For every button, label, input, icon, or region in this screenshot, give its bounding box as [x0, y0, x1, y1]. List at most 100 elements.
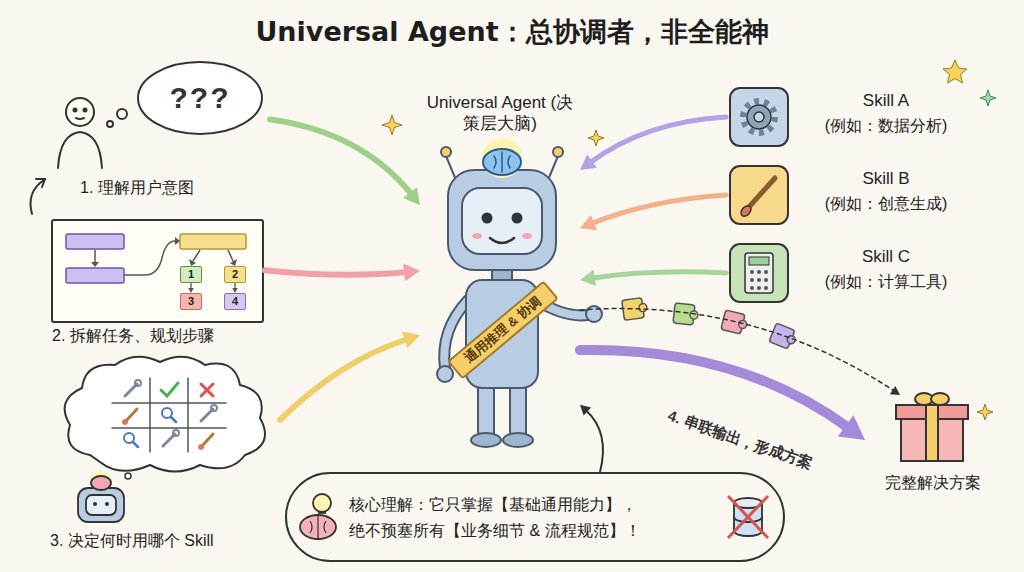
flow-sketch: [175, 237, 180, 245]
robot-figure: [446, 156, 456, 180]
flow-sketch: [180, 234, 246, 249]
puzzle-piece: [721, 310, 749, 335]
connector-line: [592, 272, 726, 278]
diagram-title: Universal Agent：总协调者，非全能神: [0, 14, 1024, 50]
calculator-icon: [750, 270, 754, 274]
flow-sketch: [189, 259, 196, 266]
robot-figure: [478, 384, 494, 436]
robot-figure: [482, 213, 493, 224]
robot-figure: [437, 366, 453, 382]
brain-bulb-icon: [318, 512, 326, 514]
step-number: 2: [225, 267, 245, 282]
brush-icon: [749, 178, 775, 207]
calculator-icon: [764, 270, 768, 274]
skill-choice-step: 3. 决定何时用哪个 Skill: [40, 355, 280, 555]
robot-figure: [471, 433, 501, 447]
flow-sketch: [124, 241, 175, 275]
connector-line: [270, 119, 412, 195]
flow-sketch: [94, 250, 96, 262]
connector: [580, 309, 900, 395]
flow-sketch: [228, 250, 233, 261]
flow-sketch: [66, 268, 124, 283]
arrow-head: [580, 155, 597, 171]
arrow-head: [580, 215, 597, 230]
crossed-database-icon: [728, 496, 768, 538]
decor-star: [977, 404, 993, 420]
gift-box: [896, 393, 968, 461]
robot-figure: [503, 433, 533, 447]
step-box: 3: [180, 293, 202, 310]
thought-bubble: [138, 62, 262, 134]
robot-figure: [548, 156, 558, 180]
user-figure: [58, 98, 102, 168]
skill-example: (例如：计算工具): [801, 272, 971, 292]
tool-grid: [112, 378, 226, 452]
calculator-icon: [730, 244, 788, 302]
decor-star: [382, 60, 993, 420]
robot-figure: [462, 188, 542, 254]
idea-cloud: [125, 473, 131, 479]
core-insight: 核心理解：它只掌握【基础通用能力】， 绝不预塞所有【业务细节 & 流程规范】！: [285, 472, 785, 562]
user-figure: [84, 109, 87, 112]
gear-icon: [747, 105, 771, 129]
loop-arrow: [36, 179, 45, 187]
connector-line: [265, 270, 407, 275]
skill-example: (例如：数据分析): [801, 116, 971, 136]
thought-bubble: [107, 62, 262, 134]
skill-card: Skill C(例如：计算工具): [726, 240, 971, 306]
robot-figure: [490, 238, 514, 243]
gift-box: [931, 393, 949, 405]
arrow-head: [580, 405, 591, 416]
connector-line: [591, 195, 726, 224]
tool-grid: [149, 378, 151, 452]
agent-heading: Universal Agent (决策层大脑): [425, 92, 575, 134]
calculator-icon: [764, 278, 768, 282]
user-figure: [76, 118, 84, 119]
tool-grid: [126, 409, 137, 421]
robot-figure: [522, 233, 532, 239]
tool-grid: [211, 405, 217, 411]
loop-arrow: [31, 179, 46, 214]
brush-icon: [730, 166, 788, 224]
step-box: 2: [224, 266, 246, 283]
robot-figure: [472, 233, 482, 239]
gear-icon: [730, 88, 788, 146]
calculator-icon: [750, 278, 754, 282]
connector: [232, 283, 238, 293]
robot-figure: [441, 147, 451, 157]
tool-grid: [199, 445, 204, 450]
core-text: 核心理解：它只掌握【基础通用能力】， 绝不预塞所有【业务细节 & 流程规范】！: [349, 492, 654, 544]
step-number: 3: [181, 294, 201, 309]
brain-bulb-icon: [313, 494, 331, 512]
brain-bulb-icon: [300, 515, 336, 539]
gear-icon: [754, 112, 764, 122]
decor-star: [980, 90, 996, 106]
robot-figure: [483, 149, 521, 175]
solution-label: 完整解决方案: [865, 473, 1000, 493]
step-box: 4: [224, 293, 246, 310]
decor-star: [980, 90, 996, 106]
arrow-head: [890, 386, 900, 395]
connector-line: [280, 339, 408, 420]
arrow-head: [402, 332, 420, 349]
arrow-head: [580, 270, 596, 286]
plan-step: 2. 拆解任务、规划步骤1234: [50, 218, 265, 352]
calculator-icon: [764, 286, 768, 290]
tool-grid: [171, 417, 176, 422]
crossed-database-icon: [728, 496, 768, 538]
tool-grid: [112, 402, 226, 404]
tool-grid: [135, 380, 141, 386]
puzzle-piece: [622, 297, 799, 350]
mini-robot: [91, 471, 111, 491]
mini-robot: [91, 476, 111, 490]
robot-figure: [512, 213, 523, 224]
puzzle-piece: [690, 311, 699, 320]
skill-name: Skill B: [801, 168, 971, 189]
robot-figure: [553, 147, 563, 157]
user-figure: [58, 132, 102, 168]
step-label: 1. 理解用户意图: [80, 178, 194, 198]
step-label: 2. 拆解任务、规划步骤: [52, 326, 214, 346]
connector: [580, 117, 726, 170]
arrow-head: [403, 264, 420, 282]
